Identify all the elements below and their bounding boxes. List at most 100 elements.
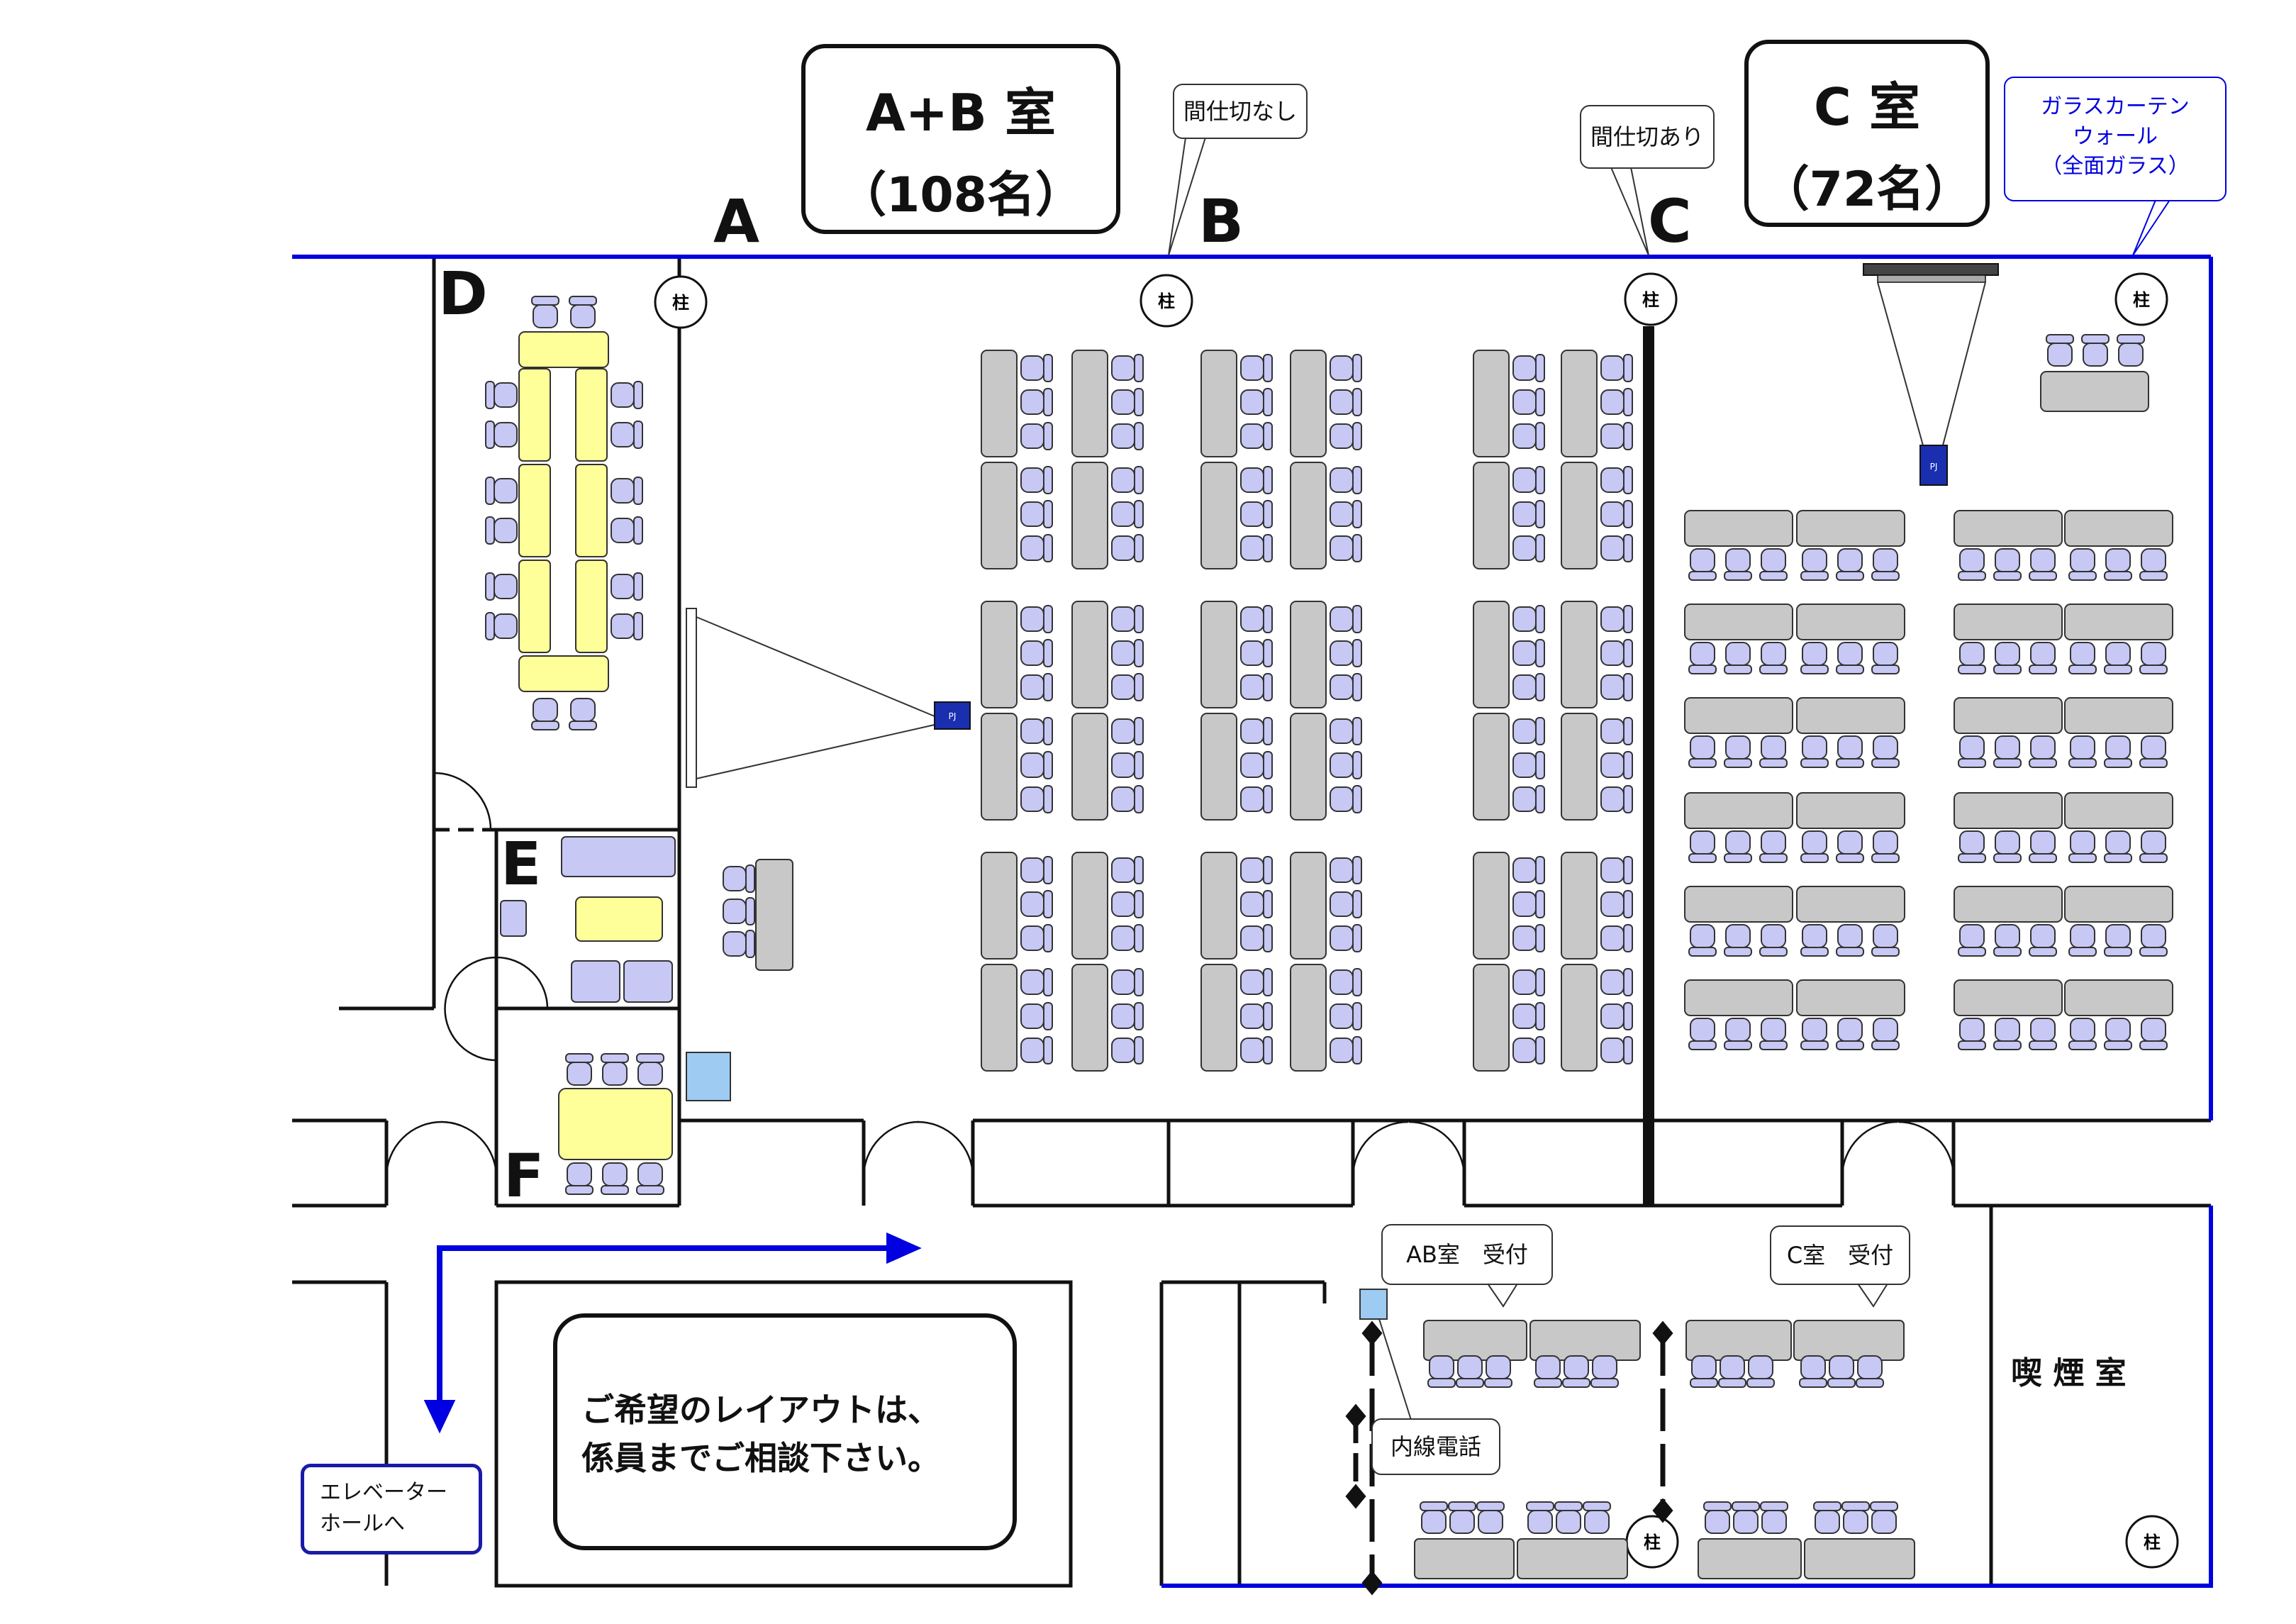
desk	[2064, 604, 2173, 640]
chair	[1512, 1002, 1545, 1030]
chair	[1240, 422, 1273, 450]
pillar-label: 柱	[2144, 1533, 2161, 1552]
elevator-hall-callout[interactable]: エレベーター ホールへ	[301, 1464, 482, 1555]
chair	[1111, 890, 1144, 918]
chair	[1993, 735, 2022, 768]
chair	[1759, 548, 1788, 581]
chair	[1724, 1018, 1752, 1050]
desk	[1290, 462, 1327, 569]
chair	[1240, 673, 1273, 701]
chair	[1240, 1002, 1273, 1030]
desk	[1290, 350, 1327, 457]
chair	[1512, 968, 1545, 996]
chair	[1759, 924, 1788, 957]
notice-line1: ご希望のレイアウトは、	[581, 1391, 940, 1429]
walls	[292, 257, 2211, 1588]
chair	[2029, 924, 2057, 957]
c-reception-text: C室 受付	[1786, 1242, 1894, 1269]
chair	[1600, 717, 1633, 745]
layout-notice: ご希望のレイアウトは、 係員までご相談下さい。	[553, 1313, 1017, 1550]
chair	[1688, 642, 1717, 674]
chair	[1871, 1018, 1900, 1050]
pillar-marker: 柱	[1625, 1515, 1679, 1569]
desk	[2064, 886, 2173, 923]
chair	[1600, 534, 1633, 562]
room-e-furniture	[500, 836, 676, 1003]
callout-pointers	[1168, 137, 2170, 1308]
chair	[1800, 1018, 1829, 1050]
desk	[981, 462, 1018, 569]
chair	[1330, 1002, 1362, 1030]
desk	[1290, 852, 1327, 960]
desk	[1684, 510, 1793, 547]
pillar-label: 柱	[1158, 291, 1175, 311]
chair	[2139, 642, 2168, 674]
chair	[1836, 830, 1864, 863]
desk	[1561, 713, 1598, 821]
pillar-marker: 柱	[2114, 272, 2168, 326]
room-letter-f: F	[503, 1141, 545, 1211]
desk	[2064, 792, 2173, 829]
c-room-capacity: （72名）	[1761, 162, 1973, 218]
chair	[1958, 548, 1986, 581]
chair	[1600, 1002, 1633, 1030]
chair	[1871, 924, 1900, 957]
desk	[1684, 886, 1793, 923]
chair	[2104, 924, 2132, 957]
chair	[1330, 639, 1362, 667]
reception-desks	[1345, 1289, 1915, 1596]
chair	[1512, 751, 1545, 779]
desk	[1071, 601, 1108, 708]
chair	[1330, 500, 1362, 528]
room-letter-d: D	[438, 259, 488, 328]
smoking-room-label: 喫 煙 室	[2011, 1355, 2127, 1391]
chair	[1020, 673, 1053, 701]
chair	[1111, 500, 1144, 528]
desk	[981, 350, 1018, 457]
chair	[1836, 548, 1864, 581]
ab-projector-setup: PJ	[686, 608, 971, 971]
elevator-text-line2: ホールへ	[320, 1511, 405, 1536]
desk	[1071, 713, 1108, 821]
chair	[1688, 924, 1717, 957]
c-reception-callout: C室 受付	[1770, 1225, 1910, 1285]
ab-room-title: A+B 室 （108名）	[801, 44, 1120, 234]
chair	[1512, 890, 1545, 918]
no-partition-callout: 間仕切なし	[1173, 84, 1308, 139]
pillar-marker: 柱	[1624, 272, 1678, 326]
chair	[1688, 830, 1717, 863]
chair	[1020, 605, 1053, 633]
desk	[981, 601, 1018, 708]
chair	[1759, 830, 1788, 863]
desk	[1200, 713, 1237, 821]
desk	[1684, 979, 1793, 1016]
c-room-name: C 室	[1814, 77, 1920, 137]
chair	[1836, 735, 1864, 768]
chair	[1512, 466, 1545, 494]
chair	[1020, 1002, 1053, 1030]
desk	[1473, 350, 1510, 457]
chair	[1800, 924, 1829, 957]
chair	[1111, 924, 1144, 952]
chair	[1240, 1036, 1273, 1064]
chair	[1020, 639, 1053, 667]
extension-phone-callout: 内線電話	[1371, 1418, 1500, 1475]
ab-classroom-desks	[981, 350, 1633, 1072]
chair	[1688, 1018, 1717, 1050]
chair	[1836, 642, 1864, 674]
chair	[1330, 534, 1362, 562]
chair	[1600, 785, 1633, 813]
chair	[1688, 735, 1717, 768]
chair	[1871, 642, 1900, 674]
chair	[1800, 735, 1829, 768]
elevator-text-line1: エレベーター	[320, 1480, 447, 1505]
chair	[1020, 785, 1053, 813]
chair	[2029, 642, 2057, 674]
chair	[1600, 500, 1633, 528]
desk	[1796, 792, 1905, 829]
desk	[1796, 604, 1905, 640]
chair	[1240, 639, 1273, 667]
projector	[934, 701, 971, 730]
chair	[1836, 1018, 1864, 1050]
desk	[1473, 601, 1510, 708]
